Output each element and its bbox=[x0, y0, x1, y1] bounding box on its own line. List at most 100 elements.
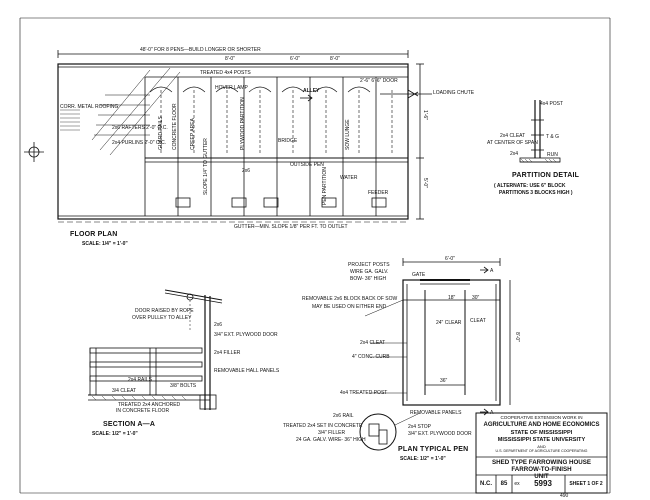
loading-chute-label: LOADING CHUTE bbox=[433, 90, 475, 96]
pen-arrow-a-top: A bbox=[490, 268, 494, 274]
plan-title-line1: SHED TYPE FARROWING HOUSE bbox=[491, 459, 591, 466]
outside-pen-label: OUTSIDE PEN bbox=[290, 162, 324, 168]
concrete-floor-label: CONCRETE FLOOR bbox=[172, 103, 178, 150]
plywood-partition-label: PLYWOOD PARTITION bbox=[240, 97, 246, 150]
guard-rails-label: GUARD RAILS bbox=[158, 116, 164, 150]
pen-wire-label: WIRE GA. GALV. bbox=[350, 269, 389, 275]
hover-lamp-label: HOVER LAMP bbox=[215, 85, 248, 91]
pen-rail-label: 2x6 RAIL bbox=[333, 413, 354, 419]
section-hall-panels-label: REMOVABLE HALL PANELS bbox=[214, 368, 280, 374]
pen-stop-label: 2x4 STOP bbox=[408, 424, 431, 430]
floor-plan-dim-right-1: 1'-6" bbox=[422, 110, 428, 120]
pen-project-posts-label: PROJECT POSTS bbox=[348, 262, 390, 268]
partition-cleat-label: 2x4 CLEAT bbox=[500, 133, 526, 139]
section-cleat-label: 3/4 CLEAT bbox=[112, 388, 137, 394]
pen-filler-label: 3/4" FILLER bbox=[318, 430, 346, 436]
purlins-label: 2x4 PURLINS 2'-0" O.C. bbox=[112, 140, 167, 146]
pen-removable-panels-label: REMOVABLE PANELS bbox=[410, 410, 462, 416]
floor-plan-dim-b: 6'-0" bbox=[290, 56, 300, 62]
partition-detail-note2: PARTITIONS 3 BLOCKS HIGH ) bbox=[499, 190, 573, 196]
plan-typical-pen-drawing bbox=[359, 258, 511, 451]
pen-removable-label: REMOVABLE 2x6 BLOCK BACK OF SOW bbox=[302, 296, 398, 302]
pen-conc-curb-label: 4" CONC. CURB bbox=[352, 354, 390, 360]
plan-state: N.C. bbox=[480, 481, 492, 487]
title-block-line4: MISSISSIPPI STATE UNIVERSITY bbox=[497, 437, 586, 443]
slope-label: SLOPE 1/4" TO GUTTER bbox=[203, 138, 209, 195]
pen-clear-18: 18" bbox=[448, 295, 456, 301]
treated-posts-label: TREATED 4x4 POSTS bbox=[200, 70, 251, 76]
floor-plan-dim-c: 8'-0" bbox=[330, 56, 340, 62]
alley-label: ALLEY bbox=[303, 88, 320, 94]
plan-number-1: 85 bbox=[500, 481, 508, 487]
partition-center-label: AT CENTER OF SPAN bbox=[487, 140, 538, 146]
over-pulley-label: OVER PULLEY TO ALLEY bbox=[132, 315, 192, 321]
pen-dim-side: 8'-0" bbox=[514, 332, 520, 342]
pen-cleat-small: CLEAT bbox=[470, 318, 486, 324]
corr-metal-roofing-label: CORR. METAL ROOFING bbox=[60, 104, 119, 110]
pen-partition-label: PEN PARTITION bbox=[322, 167, 328, 205]
pen-clear-24: 24" CLEAR bbox=[436, 320, 462, 326]
plan-typical-pen-scale: SCALE: 1/2" = 1'-0" bbox=[400, 456, 446, 462]
title-block-line6: U.S. DEPARTMENT OF AGRICULTURE COOPERATI… bbox=[495, 449, 588, 453]
title-block-line2: AGRICULTURE AND HOME ECONOMICS bbox=[483, 422, 600, 428]
water-label: WATER bbox=[340, 175, 358, 181]
plan-number-prefix: ex bbox=[514, 481, 520, 487]
title-block-frame bbox=[475, 412, 608, 494]
feeder-label: FEEDER bbox=[368, 190, 389, 196]
section-aa-title: SECTION A—A bbox=[103, 421, 156, 428]
floor-plan-scale: SCALE: 1/4" = 1'-0" bbox=[82, 241, 128, 247]
section-in-concrete-label: IN CONCRETE FLOOR bbox=[116, 408, 170, 414]
floor-plan-dim-d: 2'-6" 6'-6" DOOR bbox=[360, 78, 398, 84]
partition-detail-title: PARTITION DETAIL bbox=[512, 172, 580, 179]
floor-plan-top-dimension: 48'-0" FOR 8 PENS—BUILD LONGER OR SHORTE… bbox=[140, 47, 261, 53]
section-filler-label: 2x4 FILLER bbox=[214, 350, 241, 356]
floor-plan-title: FLOOR PLAN bbox=[70, 231, 118, 238]
section-anchored-label: TREATED 2x4 ANCHORED bbox=[118, 402, 181, 408]
floor-plan-dim-right-2: 5'-0" bbox=[422, 178, 428, 188]
pen-dim-30: 30" bbox=[472, 295, 480, 301]
section-rails-label: 2x4 RAILS bbox=[128, 377, 152, 383]
pen-plywood-door-label: 3/4" EXT. PLYWOOD DOOR bbox=[408, 431, 472, 437]
section-2x6-label: 2x6 bbox=[214, 322, 223, 328]
title-block: COOPERATIVE EXTENSION WORK IN AGRICULTUR… bbox=[476, 413, 607, 493]
pen-gate-label: GATE bbox=[412, 272, 426, 278]
section-aa-drawing bbox=[88, 289, 223, 410]
section-plywood-door-label: 3/4" EXT. PLYWOOD DOOR bbox=[214, 332, 278, 338]
plan-sheet: SHEET 1 OF 2 bbox=[569, 481, 603, 487]
pen-set-concrete-label: TREATED 2x4 SET IN CONCRETE bbox=[283, 423, 363, 429]
sow-lunge-label: SOW LUNGE bbox=[345, 119, 351, 150]
pen-dim-36: 36" bbox=[440, 378, 448, 384]
pen-dim-top: 6'-0" bbox=[445, 256, 455, 262]
rafters-label: 2x6 RAFTERS 2'-0" O.C. bbox=[112, 125, 168, 131]
partition-post-label: 4x4 POST bbox=[540, 101, 564, 107]
plan-typical-pen-title: PLAN TYPICAL PEN bbox=[398, 446, 469, 453]
pen-cleat-label: 2x4 CLEAT bbox=[360, 340, 386, 346]
floor-plan-dim-a: 8'-0" bbox=[225, 56, 235, 62]
title-block-line3: STATE OF MISSISSIPPI bbox=[510, 430, 573, 436]
partition-2x4-label: 2x4 bbox=[510, 151, 519, 157]
door-raised-label: DOOR RAISED BY ROPE bbox=[135, 308, 194, 314]
bridge-label: BRIDGE bbox=[278, 138, 298, 144]
corner-stamp: 490 bbox=[560, 493, 569, 499]
plan-number: 5993 bbox=[534, 479, 552, 488]
gutter-label: GUTTER—MIN. SLOPE 1/8" PER FT. TO OUTLET bbox=[234, 224, 348, 230]
pen-may-be-used-label: MAY BE USED ON EITHER END bbox=[312, 304, 387, 310]
partition-tng-label: T & G bbox=[546, 134, 559, 140]
partition-run-label: RUN bbox=[547, 152, 558, 158]
floor-plan-drawing bbox=[57, 50, 432, 223]
section-bolts-label: 3/8" BOLTS bbox=[170, 383, 197, 389]
pen-arrow-a-bottom: A bbox=[490, 410, 494, 416]
title-block-line1: COOPERATIVE EXTENSION WORK IN bbox=[500, 415, 583, 420]
two-by-six-label: 2x6 bbox=[242, 168, 251, 174]
section-aa-scale: SCALE: 1/2" = 1'-0" bbox=[92, 431, 138, 437]
pen-treated-post-label: 4x4 TREATED POST bbox=[340, 390, 388, 396]
plan-title-line2: FARROW-TO-FINISH bbox=[511, 466, 572, 473]
pen-wire-ga-label: 24 GA. GALV. WIRE- 36" HIGH bbox=[296, 437, 366, 443]
creep-area-label: CREEP AREA bbox=[190, 118, 196, 150]
partition-detail-note1: ( ALTERNATE: USE 6" BLOCK bbox=[494, 183, 566, 189]
partition-detail-drawing bbox=[519, 100, 561, 163]
title-block-line5: AND bbox=[537, 444, 546, 449]
plan-title-line3: UNIT bbox=[534, 473, 549, 480]
